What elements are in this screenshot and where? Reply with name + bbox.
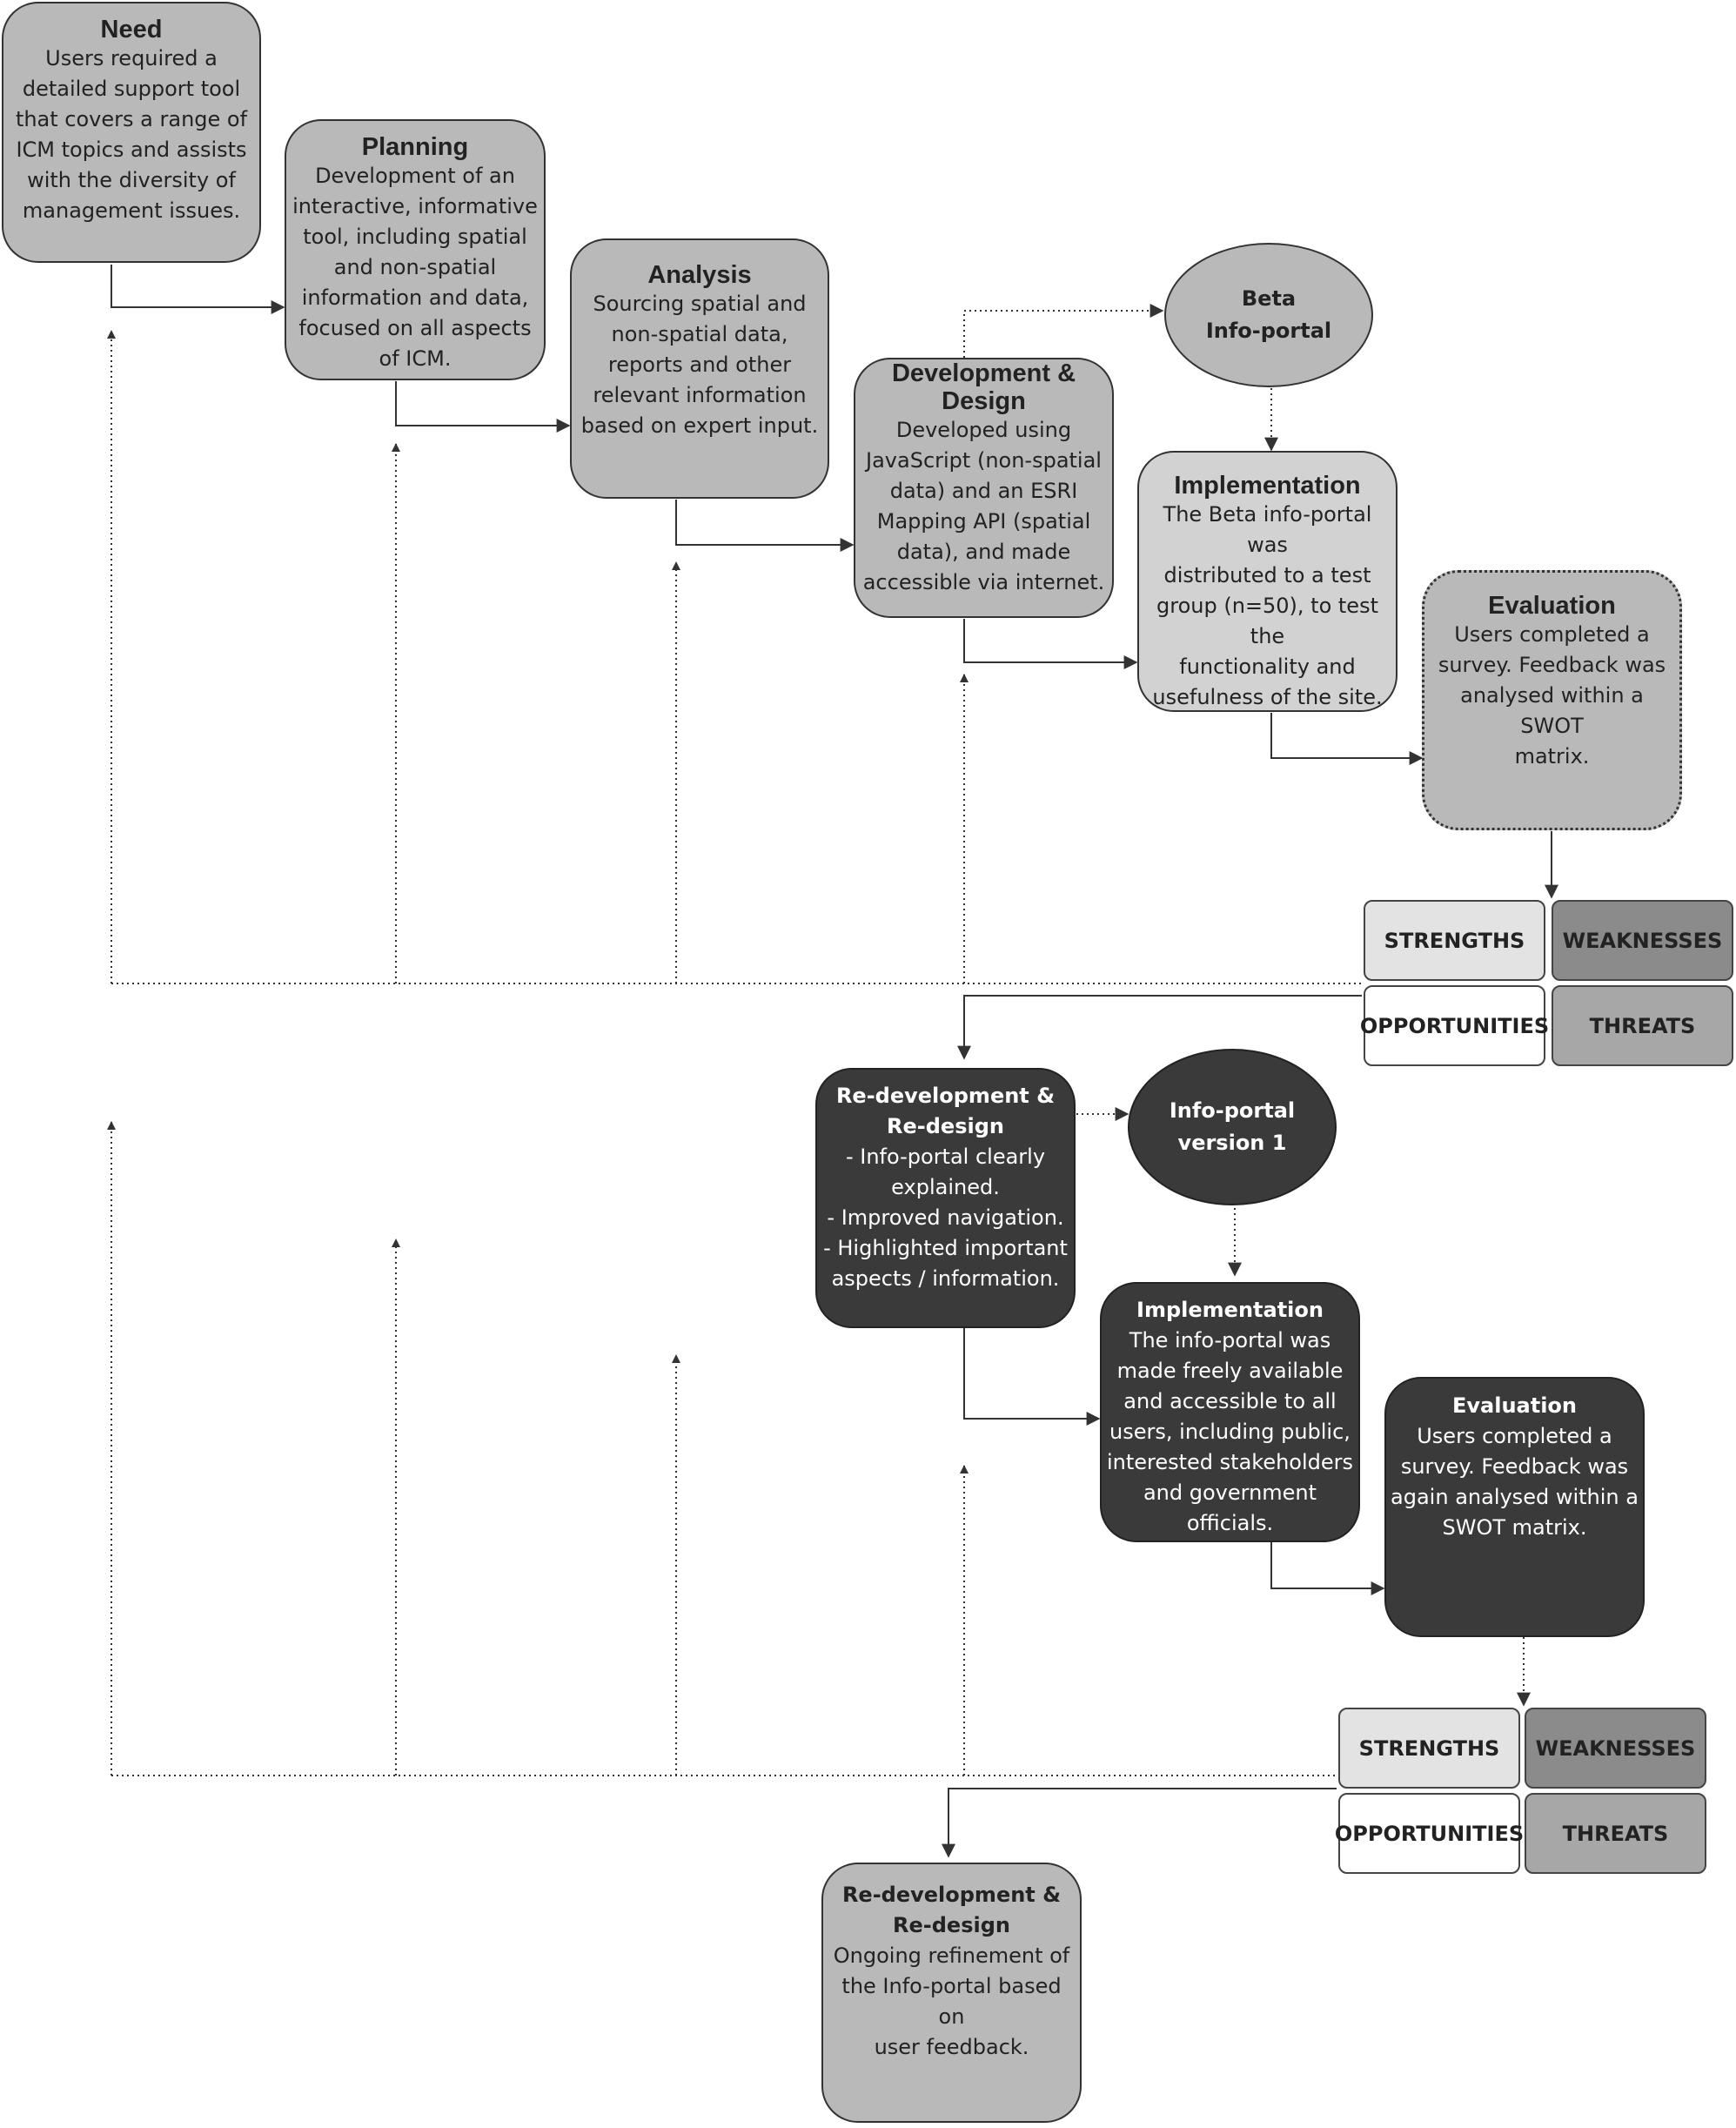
analysis-body: Sourcing spatial and non-spatial data, r…: [580, 292, 819, 438]
swot1-weaknesses: WEAKNESSES: [1552, 900, 1733, 981]
need-title: Need: [100, 16, 163, 44]
analysis-box: Analysis Sourcing spatial and non-spatia…: [570, 238, 829, 499]
redevelopment2-title-line2: Re-design: [893, 1913, 1010, 1937]
swot1-opportunities: OPPORTUNITIES: [1360, 985, 1549, 1066]
planning-box: Planning Development of an interactive, …: [285, 119, 546, 380]
development-title-line2: Design: [942, 387, 1026, 415]
arrow-need-to-planning: [111, 265, 285, 314]
arrow-planning-to-analysis: [395, 381, 571, 433]
evaluation1-title: Evaluation: [1488, 592, 1616, 620]
info-portal-version1-ellipse: Info-portal version 1: [1128, 1049, 1337, 1205]
development-box: Development & Design Developed using Jav…: [854, 358, 1114, 618]
evaluation2-box: Evaluation Users completed a survey. Fee…: [1384, 1377, 1645, 1637]
beta-info-portal-ellipse: Beta Info-portal: [1164, 243, 1373, 387]
redevelopment1-body: - Info-portal clearly explained. - Impro…: [823, 1145, 1068, 1291]
swot2-strengths: STRENGTHS: [1338, 1708, 1520, 1789]
implementation2-body: The info-portal was made freely availabl…: [1106, 1328, 1354, 1535]
redevelopment2-box: Re-development & Re-design Ongoing refin…: [821, 1863, 1082, 2123]
need-body: Users required a detailed support tool t…: [15, 46, 248, 223]
evaluation1-body: Users completed a survey. Feedback was a…: [1438, 622, 1666, 769]
arrow-implementation-to-evaluation: [1270, 713, 1424, 765]
arrow-redevelopment-to-implementation: [963, 1328, 1101, 1426]
development-body: Developed using JavaScript (non-spatial …: [862, 418, 1105, 594]
redevelopment1-title-line1: Re-development &: [835, 1084, 1056, 1108]
dotted-development-to-beta: [963, 304, 1164, 358]
swot1-threats: THREATS: [1552, 985, 1733, 1066]
planning-title: Planning: [361, 133, 469, 161]
arrow-implementation-to-evaluation-2: [1270, 1542, 1385, 1595]
redevelopment1-box: Re-development & Re-design - Info-portal…: [815, 1068, 1076, 1328]
evaluation2-body: Users completed a survey. Feedback was a…: [1391, 1424, 1639, 1540]
redevelopment1-title-line2: Re-design: [887, 1114, 1004, 1138]
swot2-weaknesses: WEAKNESSES: [1525, 1708, 1706, 1789]
redevelopment2-title-line1: Re-development &: [841, 1883, 1062, 1907]
arrow-swot-to-redevelopment: [957, 995, 1362, 1060]
planning-body: Development of an interactive, informati…: [292, 164, 538, 371]
implementation1-title: Implementation: [1174, 472, 1361, 500]
swot2-threats: THREATS: [1525, 1793, 1706, 1874]
arrow-swot-to-redevelopment-2: [942, 1788, 1337, 1858]
development-title-line1: Development &: [891, 359, 1076, 387]
implementation2-title: Implementation: [1136, 1298, 1324, 1322]
implementation1-box: Implementation The Beta info-portal was …: [1137, 451, 1398, 712]
arrow-analysis-to-development: [675, 500, 855, 552]
evaluation2-title: Evaluation: [1451, 1393, 1577, 1418]
swot2-opportunities: OPPORTUNITIES: [1335, 1793, 1524, 1874]
implementation2-box: Implementation The info-portal was made …: [1100, 1282, 1360, 1542]
implementation1-body: The Beta info-portal was distributed to …: [1152, 502, 1383, 709]
evaluation1-box: Evaluation Users completed a survey. Fee…: [1422, 570, 1682, 830]
redevelopment2-body: Ongoing refinement of the Info-portal ba…: [833, 1943, 1070, 2059]
arrow-development-to-implementation: [963, 619, 1138, 669]
analysis-title: Analysis: [647, 261, 752, 289]
need-box: Need Users required a detailed support t…: [2, 2, 261, 263]
swot1-strengths: STRENGTHS: [1364, 900, 1545, 981]
